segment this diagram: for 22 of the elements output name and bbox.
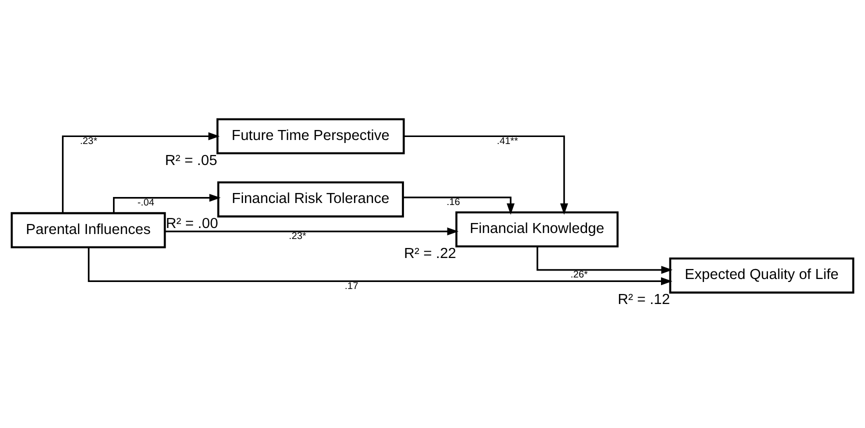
node-label: R² = .05 [165, 152, 218, 169]
arrow [404, 135, 568, 215]
node-box: Financial Knowledge [455, 211, 619, 248]
node-box: Parental Influences [10, 212, 166, 248]
node-label: R² = .00 [166, 216, 218, 232]
edge-label: -.04 [138, 198, 154, 209]
arrow [164, 227, 459, 236]
arrow [88, 247, 672, 286]
node-box: Financial Risk Tolerance [217, 181, 404, 218]
node-box: Expected Quality of Life [669, 258, 854, 294]
arrow [62, 132, 220, 214]
node-label: R² = .22 [404, 246, 456, 262]
edge-label: .16 [446, 197, 460, 208]
edge-label: .26* [570, 270, 588, 281]
arrow [536, 246, 673, 274]
edge-label: .41** [496, 136, 518, 148]
arrow [403, 196, 515, 215]
node-label: R² = .12 [618, 292, 670, 308]
node-box: Future Time Perspective [216, 118, 405, 154]
edge-label: .23* [288, 231, 306, 242]
edge-label: .17 [344, 281, 358, 292]
edge-label: .23* [80, 136, 98, 148]
